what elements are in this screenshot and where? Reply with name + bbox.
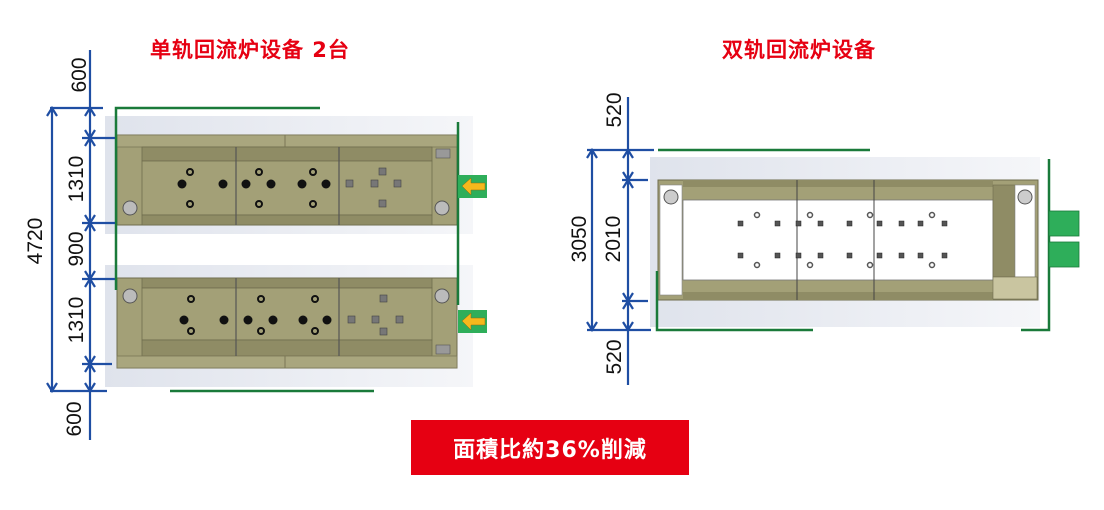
dim-bottom-clearance-left: 600 [63, 401, 86, 437]
dim-total-right: 3050 [568, 215, 591, 263]
dim-unit-depth-right: 2010 [602, 215, 625, 263]
output-box [1048, 241, 1080, 268]
single-rail-unit-1 [105, 116, 473, 234]
dim-gap: 900 [65, 231, 88, 267]
output-box [1048, 210, 1080, 237]
single-rail-boundary [114, 106, 460, 393]
dim-unit2-depth: 1310 [65, 296, 88, 344]
input-arrow-icon [458, 310, 487, 333]
dim-bottom-clearance-right: 520 [603, 339, 626, 375]
dim-top-clearance-right: 520 [603, 92, 626, 128]
dim-unit1-depth: 1310 [65, 155, 88, 203]
single-rail-unit-2 [105, 265, 473, 387]
single-rail-dimensions [46, 50, 115, 440]
input-arrow-icon [458, 175, 487, 198]
dual-rail-title: 双轨回流炉设备 [722, 38, 876, 62]
dual-rail-unit [650, 157, 1040, 327]
dim-top-clearance-left: 600 [68, 57, 91, 93]
area-reduction-badge: 面積比約36%削減 [411, 420, 689, 475]
dual-rail-dimensions [586, 97, 654, 385]
single-rail-title: 单轨回流炉设备 2台 [150, 38, 350, 62]
dim-total-left: 4720 [24, 217, 47, 265]
